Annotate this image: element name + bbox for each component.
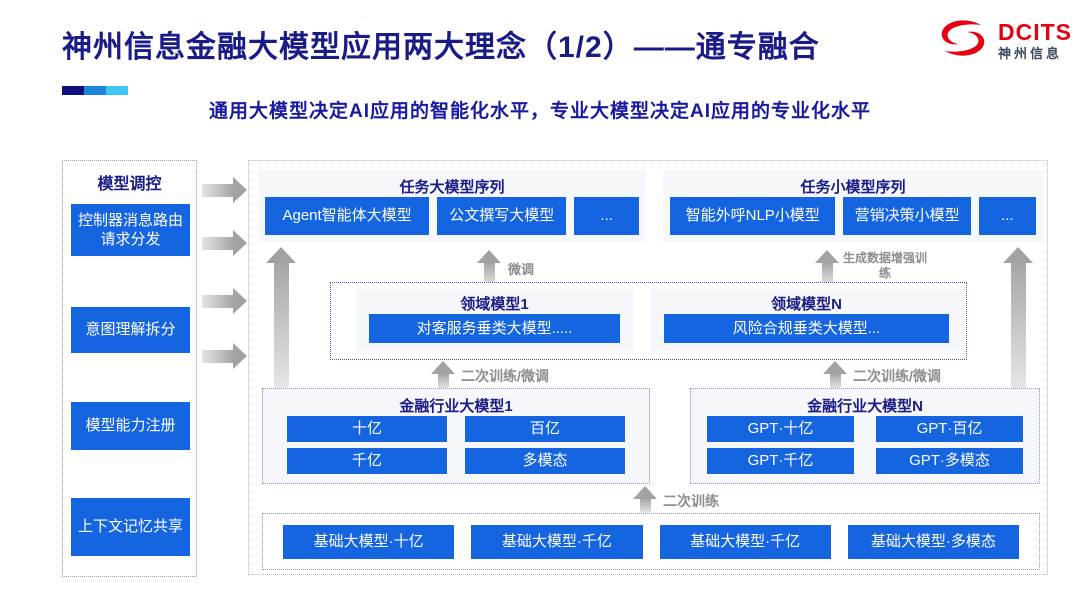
group-header: 领域模型N bbox=[771, 296, 842, 313]
accent-bar bbox=[62, 86, 128, 95]
flow-arrow-right-icon bbox=[202, 177, 247, 203]
node-customer-service-model: 对客服务垂类大模型..... bbox=[369, 314, 620, 343]
logo-swirl-icon bbox=[936, 18, 990, 63]
accent-segment-dark bbox=[62, 86, 84, 95]
flow-arrow-right-icon bbox=[202, 288, 247, 314]
sidebar-item-register: 模型能力注册 bbox=[71, 402, 190, 450]
node-base-model-100b: 基础大模型·千亿 bbox=[471, 524, 643, 559]
node-gpt-multimodal: GPT·多模态 bbox=[876, 448, 1023, 474]
retrain-finetune-label-right: 二次训练/微调 bbox=[853, 368, 941, 384]
group-header: 金融行业大模型1 bbox=[399, 398, 513, 415]
accent-segment-cyan bbox=[106, 86, 128, 95]
logo-name: DCITS bbox=[998, 18, 1072, 45]
gen-data-training-label: 生成数据增强训练 bbox=[842, 251, 927, 280]
flow-arrow-right-icon bbox=[202, 343, 247, 369]
flow-arrow-up-icon bbox=[823, 361, 847, 389]
flow-arrow-up-icon bbox=[815, 250, 839, 287]
slide-subtitle: 通用大模型决定AI应用的智能化水平，专业大模型决定AI应用的专业化水平 bbox=[208, 101, 871, 122]
node-base-model-1b: 基础大模型·十亿 bbox=[283, 524, 455, 559]
group-header: 金融行业大模型N bbox=[807, 398, 923, 415]
node-gpt-10b: GPT·百亿 bbox=[876, 416, 1023, 442]
logo-name-cn: 神州信息 bbox=[998, 46, 1063, 61]
base-model-band: 基础大模型·十亿 基础大模型·千亿 基础大模型·千亿 基础大模型·多模态 bbox=[262, 513, 1040, 570]
flow-arrow-up-icon bbox=[633, 486, 657, 513]
retrain-finetune-label-left: 二次训练/微调 bbox=[461, 368, 549, 384]
node-10b-params: 百亿 bbox=[465, 416, 625, 442]
logo-text: DCITS 神州信息 bbox=[998, 18, 1072, 62]
sidebar-item-intent: 意图理解拆分 bbox=[71, 307, 190, 353]
node-agent-large-model: Agent智能体大模型 bbox=[265, 197, 430, 235]
flow-arrow-up-icon bbox=[431, 361, 455, 389]
model-control-panel: 模型调控 控制器消息路由请求分发 意图理解拆分 模型能力注册 上下文记忆共享 bbox=[62, 160, 197, 577]
industry-model-n-group: 金融行业大模型N GPT·十亿 GPT·百亿 GPT·千亿 GPT·多模态 bbox=[690, 388, 1040, 484]
node-base-model-multimodal: 基础大模型·多模态 bbox=[847, 524, 1019, 559]
node-more-large-models: ... bbox=[574, 197, 639, 235]
industry-model-1-group: 金融行业大模型1 十亿 百亿 千亿 多模态 bbox=[262, 388, 650, 484]
node-base-model-100b-2: 基础大模型·千亿 bbox=[659, 524, 831, 559]
domain-model-1-group: 领域模型1 对客服务垂类大模型..... bbox=[356, 289, 633, 351]
accent-segment-blue bbox=[84, 86, 106, 95]
sidebar-item-context: 上下文记忆共享 bbox=[71, 498, 190, 556]
node-gpt-1b: GPT·十亿 bbox=[707, 416, 854, 442]
dcits-logo: DCITS 神州信息 bbox=[936, 18, 1072, 63]
group-header: 任务大模型序列 bbox=[399, 179, 505, 196]
node-100b-params: 千亿 bbox=[287, 448, 447, 474]
task-small-model-group: 任务小模型序列 智能外呼NLP小模型 营销决策小模型 ... bbox=[663, 170, 1043, 242]
flow-arrow-up-icon bbox=[477, 250, 501, 287]
group-header: 领域模型1 bbox=[460, 296, 529, 313]
node-more-small-models: ... bbox=[978, 197, 1036, 235]
node-multimodal: 多模态 bbox=[465, 448, 625, 474]
domain-model-band: 领域模型1 对客服务垂类大模型..... 领域模型N 风险合规垂类大模型... bbox=[330, 282, 967, 360]
node-document-writing-model: 公文撰写大模型 bbox=[437, 197, 567, 235]
page-title: 神州信息金融大模型应用两大理念（1/2）——通专融合 bbox=[62, 31, 820, 64]
domain-model-n-group: 领域模型N 风险合规垂类大模型... bbox=[651, 289, 962, 351]
node-marketing-decision-model: 营销决策小模型 bbox=[843, 197, 971, 235]
node-outbound-nlp-model: 智能外呼NLP小模型 bbox=[670, 197, 836, 235]
sidebar-item-router: 控制器消息路由请求分发 bbox=[71, 204, 190, 256]
retrain-label: 二次训练 bbox=[663, 493, 719, 509]
flow-arrow-up-icon bbox=[266, 247, 296, 388]
flow-arrow-up-icon bbox=[1003, 247, 1033, 390]
fine-tune-label: 微调 bbox=[508, 262, 535, 277]
group-header: 任务小模型序列 bbox=[800, 179, 906, 196]
node-gpt-100b: GPT·千亿 bbox=[707, 448, 854, 474]
task-large-model-group: 任务大模型序列 Agent智能体大模型 公文撰写大模型 ... bbox=[258, 170, 646, 242]
sidebar-header: 模型调控 bbox=[97, 176, 162, 193]
node-risk-compliance-model: 风险合规垂类大模型... bbox=[664, 314, 949, 343]
flow-arrow-right-icon bbox=[202, 230, 247, 256]
node-1b-params: 十亿 bbox=[287, 416, 447, 442]
